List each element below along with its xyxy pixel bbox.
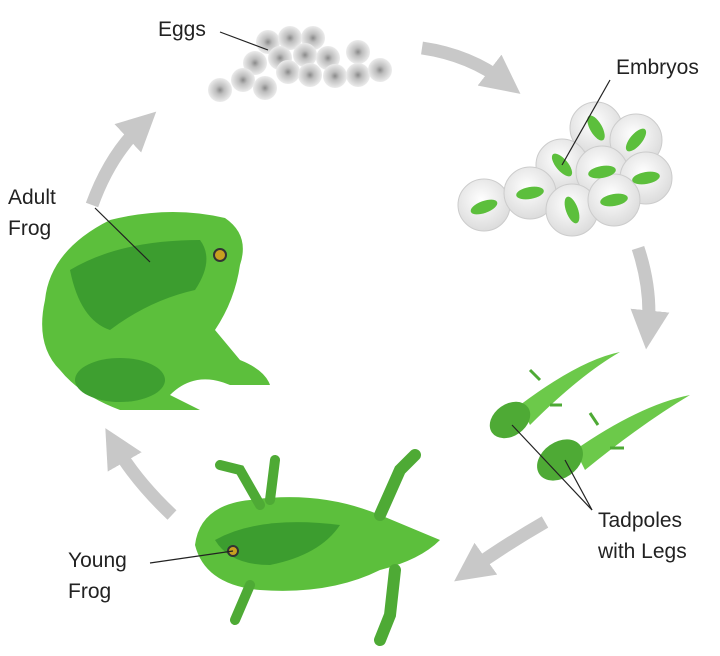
adult-frog-eye-icon — [213, 248, 227, 262]
leader-lines — [94, 31, 611, 564]
cycle-arrows — [85, 41, 670, 582]
label-young-frog: Young Frog — [68, 545, 127, 607]
embryos-cluster — [457, 101, 673, 237]
arrow-eggs-to-embryos — [421, 41, 521, 94]
label-adult-frog-line1: Adult — [8, 186, 56, 209]
label-tadpoles: Tadpoles with Legs — [598, 505, 687, 567]
tadpole-1 — [489, 352, 620, 439]
label-young-frog-line1: Young — [68, 549, 127, 572]
label-tadpoles-line1: Tadpoles — [598, 509, 683, 532]
label-adult-frog: Adult Frog — [8, 182, 56, 244]
young-frog — [195, 449, 440, 646]
label-embryos: Embryos — [616, 56, 699, 79]
label-eggs: Eggs — [158, 18, 206, 41]
arrow-tadpoles-to-young — [454, 516, 549, 582]
arrow-young-to-adult — [105, 428, 177, 520]
eggs-cluster — [208, 26, 392, 102]
tadpole-2 — [537, 395, 690, 481]
label-young-frog-line2: Frog — [68, 580, 112, 603]
label-adult-frog-line2: Frog — [8, 217, 52, 240]
arrow-embryos-to-tadpoles — [630, 245, 670, 350]
adult-frog — [42, 211, 271, 410]
label-tadpoles-line2: with Legs — [598, 540, 687, 563]
arrow-adult-to-eggs — [85, 111, 157, 208]
